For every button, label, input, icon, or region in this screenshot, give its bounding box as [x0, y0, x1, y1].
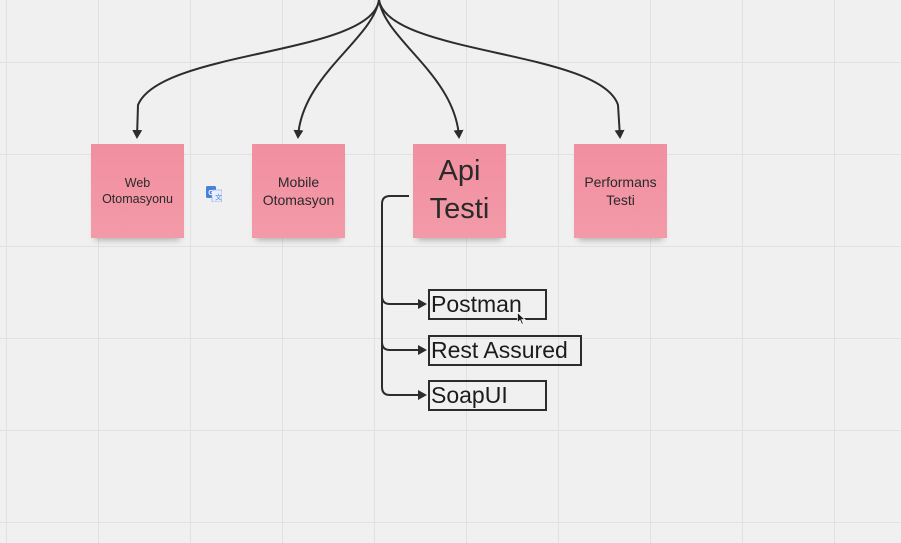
sticky-note-api-testi[interactable]: Api Testi — [413, 144, 506, 238]
svg-text:文: 文 — [215, 193, 222, 202]
sticky-note-mobile-otomasyon[interactable]: Mobile Otomasyon — [252, 144, 345, 238]
sticky-note-label: Web Otomasyonu — [102, 175, 173, 206]
sticky-note-label: Mobile Otomasyon — [262, 173, 335, 208]
text-box-rest-assured[interactable]: Rest Assured — [428, 335, 582, 366]
connector-api-to-postman[interactable] — [381, 195, 427, 309]
translate-icon[interactable]: G 文 — [206, 186, 222, 202]
text-box-postman[interactable]: Postman — [428, 289, 547, 320]
sticky-note-web-otomasyonu[interactable]: Web Otomasyonu — [91, 144, 184, 238]
connector-to-mobile[interactable] — [293, 0, 380, 139]
text-box-soapui[interactable]: SoapUI — [428, 380, 547, 411]
connector-api-to-soapui[interactable] — [381, 342, 427, 400]
sticky-note-performans-testi[interactable]: Performans Testi — [574, 144, 667, 238]
text-box-label: SoapUI — [431, 382, 508, 408]
svg-text:G: G — [208, 190, 214, 197]
connector-to-perf[interactable] — [378, 0, 625, 139]
sticky-note-label: Api Testi — [429, 155, 490, 225]
sticky-note-label: Performans Testi — [584, 173, 657, 208]
text-box-label: Postman — [431, 291, 522, 317]
text-box-label: Rest Assured — [431, 337, 568, 363]
connector-to-api[interactable] — [378, 0, 464, 139]
connector-to-web[interactable] — [132, 0, 380, 139]
mouse-cursor-icon — [517, 312, 526, 325]
